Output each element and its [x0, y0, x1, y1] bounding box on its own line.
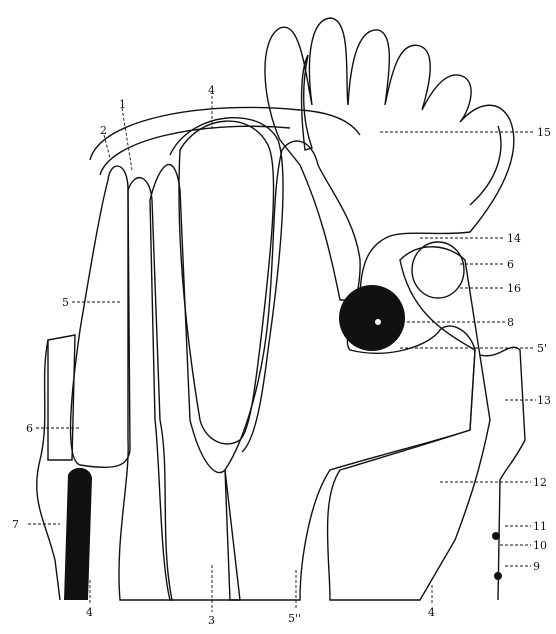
label-3: 3 [208, 614, 215, 627]
label-4-bottom-right: 4 [428, 606, 435, 619]
label-2: 2 [100, 124, 107, 137]
label-15: 15 [537, 126, 551, 139]
label-8: 8 [507, 316, 514, 329]
label-4-top: 4 [208, 84, 215, 97]
label-7: 7 [12, 518, 19, 531]
digit-structure [265, 18, 514, 300]
outer-arch-membrane [90, 107, 360, 160]
figure-labels: 1 2 4 15 14 6 16 8 5' 13 12 11 10 9 5 6 … [12, 84, 551, 627]
label-14: 14 [507, 232, 521, 245]
left-hatched-body [71, 166, 130, 467]
label-11: 11 [533, 520, 547, 533]
label-5: 5 [62, 296, 69, 309]
dark-dot-upper [492, 532, 500, 540]
label-4-bottom-left: 4 [86, 606, 93, 619]
label-9: 9 [533, 560, 540, 573]
dark-dot-lower [494, 572, 502, 580]
leader-lines [28, 96, 536, 612]
black-sphere [339, 285, 405, 351]
label-10: 10 [533, 539, 547, 552]
right-hatched-body [412, 242, 464, 298]
black-tube [64, 468, 92, 600]
label-12: 12 [533, 476, 547, 489]
label-5-prime: 5' [537, 342, 547, 355]
label-6-right: 6 [507, 258, 514, 271]
right-lining [480, 347, 525, 600]
label-16: 16 [507, 282, 521, 295]
central-hatched-tissue [150, 165, 240, 600]
left-stippled-column [119, 178, 172, 600]
label-1: 1 [119, 98, 126, 111]
central-stippled-mass [225, 141, 475, 600]
label-13: 13 [537, 394, 551, 407]
label-6-left: 6 [26, 422, 33, 435]
hollow-chamber [179, 121, 274, 444]
label-5-double-prime: 5'' [288, 612, 301, 625]
